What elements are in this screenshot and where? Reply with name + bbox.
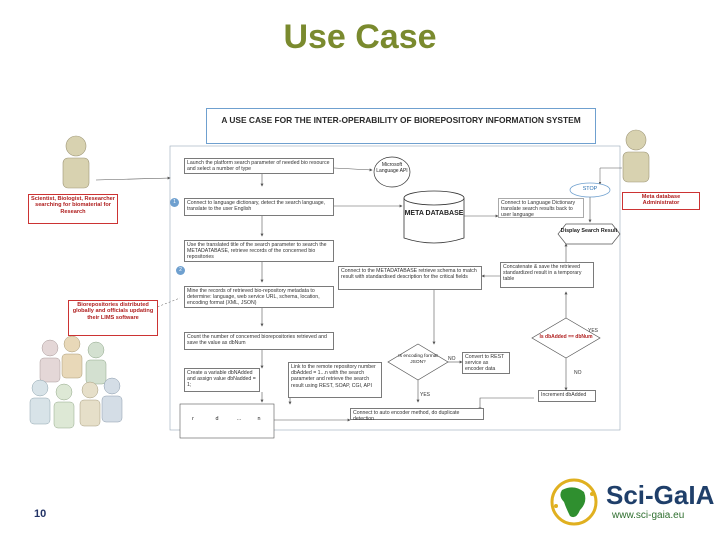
meta-database-label: META DATABASE <box>404 210 464 217</box>
no-label: NO <box>574 370 582 376</box>
step-number-2: 2 <box>176 266 185 275</box>
decision-encoding-label: Is encoding format JSON? <box>398 354 438 365</box>
brand-url[interactable]: www.sci-gaia.eu <box>612 510 685 521</box>
diagram-frame <box>169 145 621 431</box>
scientist-label: Scientist, Biologist, Researcher searchi… <box>28 194 118 224</box>
step-convert-rest: Convert to REST service as encoder data <box>462 352 510 374</box>
step-retrieve-schema: Connect to the METADATABASE retrieve sch… <box>338 266 482 290</box>
ms-language-shape <box>373 156 411 188</box>
repo-2: d <box>215 416 219 422</box>
stop-label: STOP <box>582 186 598 192</box>
step-create-variable: Create a variable dbNAdded and assign va… <box>184 368 260 392</box>
step-link-remote-repository: Link to the remote repository number dbA… <box>288 362 382 398</box>
yes-encoding-label: YES <box>420 392 431 398</box>
slide-title: Use Case <box>283 18 437 56</box>
biorepository-officials-group-icon <box>29 335 123 429</box>
decision-main-label: Is dbAdded == dbNum <box>539 334 593 340</box>
display-result-shape <box>557 223 621 245</box>
admin-label: Meta database Administrator <box>622 192 700 210</box>
step-auto-encoder: Connect to auto encoder method, do dupli… <box>350 408 484 422</box>
yes-label: YES <box>588 328 599 334</box>
diagram-header: A USE CASE FOR THE INTER-OPERABILITY OF … <box>206 108 596 144</box>
brand-name: Sci-GaIA <box>606 480 715 510</box>
page-number: 10 <box>34 508 47 520</box>
step-concatenate-save: Concatenate & save the retrieved standar… <box>500 262 594 288</box>
step-launch-search: Launch the platform search parameter of … <box>184 158 334 174</box>
step-translate-results: Connect to Language Dictionary translate… <box>498 198 584 218</box>
step-search-metadatabase: Use the translated title of the search p… <box>184 240 334 262</box>
repositories-block <box>179 403 275 439</box>
step-mine-records: Mine the records of retrieved bio-reposi… <box>184 286 334 308</box>
step-increment: Increment dbAdded <box>538 390 596 402</box>
display-result-label: Display Search Result <box>560 228 618 234</box>
repo-ellipsis: ... <box>236 416 242 422</box>
scientist-person-icon <box>62 135 90 189</box>
repo-n: n <box>257 416 261 422</box>
sci-gaia-logo-icon <box>550 478 598 526</box>
ms-language-label: Microsoft Language API <box>376 162 408 174</box>
step-number-1: 1 <box>170 198 179 207</box>
meta-database-cylinder-icon <box>403 190 465 244</box>
step-connect-dictionary: Connect to language dictionary, detect t… <box>184 198 334 216</box>
no-encoding-label: NO <box>448 356 456 362</box>
step-count-repositories: Count the number of concerned bioreposit… <box>184 332 334 350</box>
biorepositories-label: Biorepositories distributed globally and… <box>68 300 158 336</box>
repo-1: r <box>192 416 194 422</box>
admin-person-icon <box>622 129 650 183</box>
